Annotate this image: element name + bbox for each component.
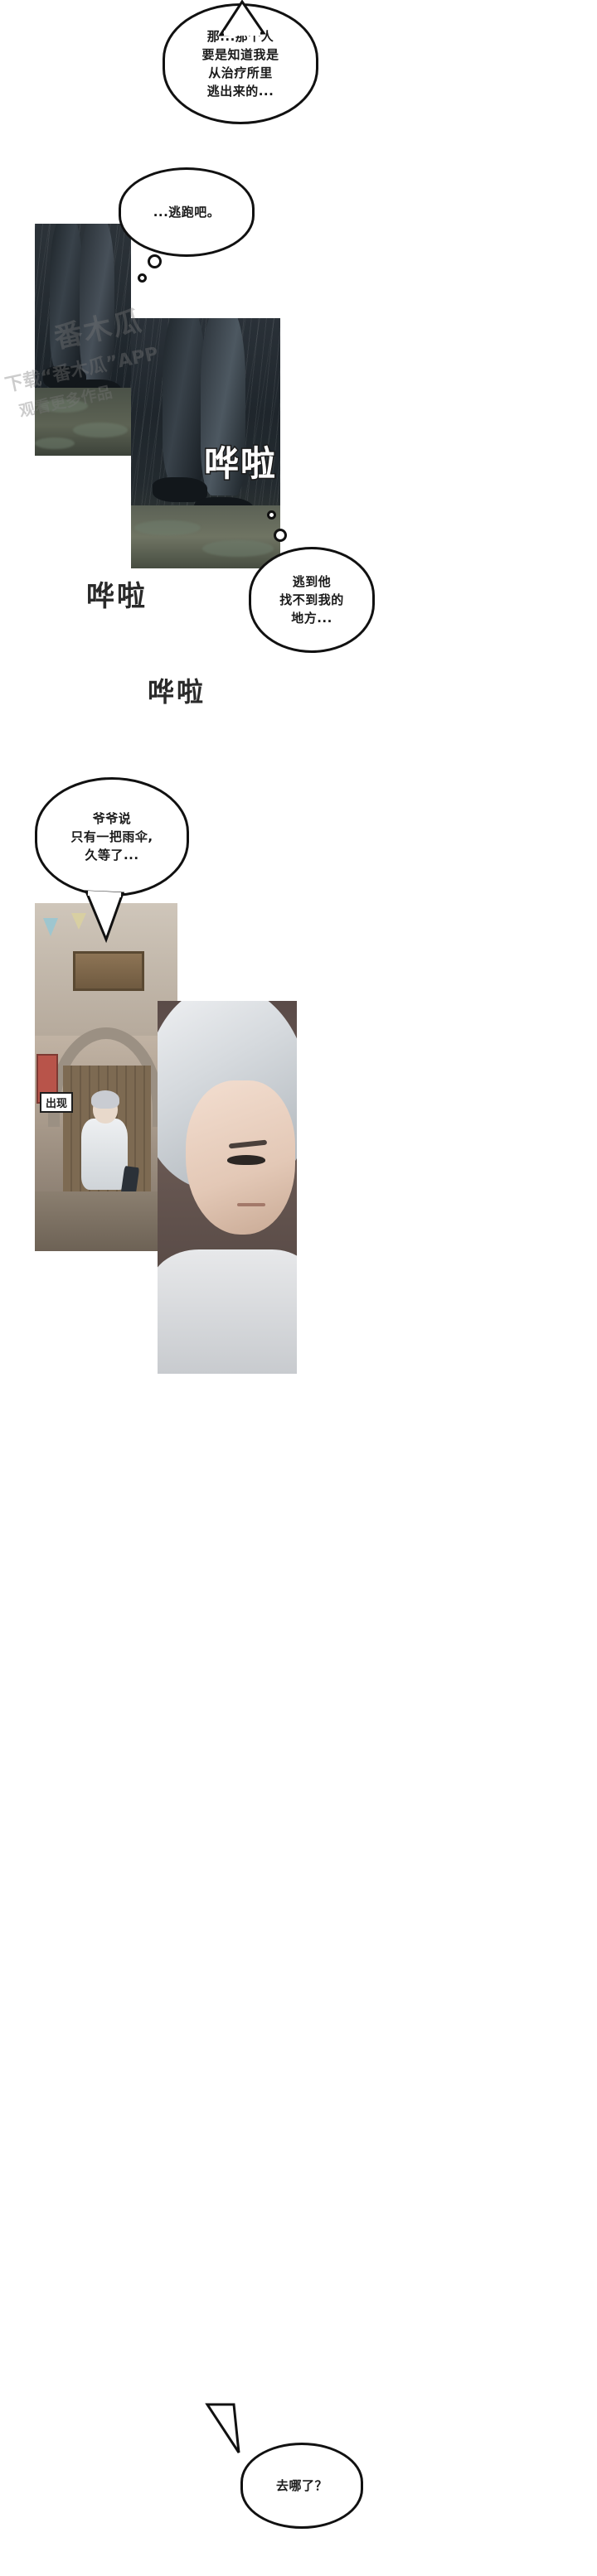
eye: [227, 1155, 265, 1165]
thought-dot-d: [274, 529, 287, 542]
speech-bubble-5: 去哪了？: [240, 2443, 363, 2529]
speech-bubble-2-text: ...逃跑吧。: [153, 204, 221, 220]
bunting-flag-2: [71, 913, 86, 930]
puddle-3: [35, 437, 75, 449]
thought-dot-a: [148, 254, 162, 268]
panel-face-closeup: [158, 1001, 297, 1374]
puddle-2: [73, 423, 128, 437]
speech-bubble-1-tail: [218, 0, 266, 36]
speech-bubble-2: ...逃跑吧。: [119, 167, 255, 257]
wood-crate: [73, 951, 144, 991]
puddle-1: [134, 520, 201, 535]
leg-left: [163, 318, 206, 485]
sound-effect-1: 哗啦: [202, 442, 277, 486]
puddle-1: [40, 399, 88, 413]
wet-ground: [131, 505, 280, 568]
mouth: [237, 1203, 265, 1206]
panel-courtyard-gate: 出现: [35, 903, 177, 1251]
sound-effect-2: 哗啦: [86, 580, 148, 613]
shirt: [158, 1249, 297, 1374]
speech-bubble-5-tail: [205, 2403, 240, 2453]
label-appear: 出现: [40, 1092, 74, 1113]
character-hair: [91, 1090, 119, 1109]
thought-dot-b: [138, 273, 147, 283]
panel-rain-legs-right: 哗啦: [131, 318, 280, 568]
speech-bubble-4: 爷爷说 只有一把雨伞, 久等了...: [35, 777, 189, 897]
speech-bubble-3: 逃到他 找不到我的 地方...: [249, 547, 375, 653]
speech-bubble-3-text: 逃到他 找不到我的 地方...: [279, 573, 344, 626]
character-body: [81, 1119, 128, 1190]
speech-bubble-4-tail: [84, 890, 125, 944]
leg-right: [201, 318, 245, 495]
leg-left: [50, 224, 83, 373]
speech-bubble-5-text: 去哪了？: [275, 2477, 328, 2493]
panel-rain-legs-left: [35, 224, 131, 456]
speech-bubble-4-text: 爷爷说 只有一把雨伞, 久等了...: [70, 810, 153, 863]
puddle-2: [202, 540, 274, 557]
courtyard-ground: [35, 1191, 177, 1251]
thought-dot-c: [267, 510, 276, 520]
bunting-flag-1: [43, 918, 58, 936]
shoe-left: [153, 477, 207, 502]
sound-effect-3: 哗啦: [148, 676, 206, 708]
leg-right: [80, 224, 114, 381]
